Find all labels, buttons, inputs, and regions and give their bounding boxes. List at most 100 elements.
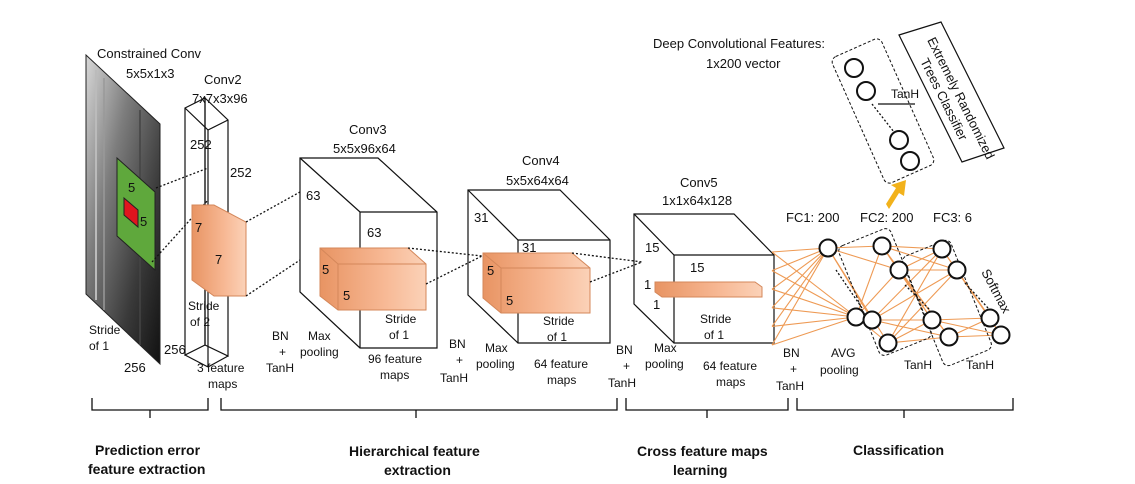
conv3-dim-a: 63: [306, 188, 320, 203]
fc2-node: [889, 260, 909, 280]
fc-connection: [771, 247, 829, 327]
stage-1-line1: Prediction error: [95, 442, 201, 458]
cc-size: 5x5x1x3: [126, 66, 174, 81]
fc-connection: [827, 247, 889, 344]
cc-title: Constrained Conv: [97, 46, 202, 61]
stage-3-line2: learning: [673, 462, 727, 478]
conv4-maps-line2: maps: [547, 373, 576, 387]
fc2-node: [872, 236, 892, 256]
fc-connection: [771, 247, 829, 309]
fc-connection: [771, 247, 829, 346]
conv2-dim-b: 252: [230, 165, 252, 180]
softmax-node: [980, 308, 1000, 328]
conv4-maps-line1: 64 feature: [534, 357, 588, 371]
brace-prediction: [91, 398, 209, 418]
stage-1-line2: feature extraction: [88, 461, 205, 477]
op-plus-4: +: [790, 362, 797, 376]
projection-lines-3: [407, 247, 483, 285]
fc2-node: [862, 310, 882, 330]
op-max-3: Max: [654, 341, 677, 355]
conv3-stride-line1: Stride: [385, 312, 417, 326]
red-kernel-patch: [123, 196, 139, 229]
fc3-node: [947, 260, 967, 280]
op-tanh-4: TanH: [776, 379, 804, 393]
conv3-maps-line2: maps: [380, 368, 409, 382]
fc1-node: [846, 307, 866, 327]
conv3-size: 5x5x96x64: [333, 141, 396, 156]
fc3-label: FC3: 6: [933, 210, 972, 225]
conv2-title: Conv2: [204, 72, 242, 87]
conv4-kernel-a: 5: [487, 263, 494, 278]
fc3-node: [922, 310, 942, 330]
brace-hierarchical: [220, 398, 618, 418]
stage-braces: Prediction error feature extraction Hier…: [88, 398, 1014, 478]
conv5-kernel-patch: [654, 281, 763, 298]
op-pooling-2: pooling: [476, 357, 515, 371]
fc-connection: [887, 248, 943, 344]
fc1-label: FC1: 200: [786, 210, 839, 225]
fc3-dashed-group: [902, 239, 992, 367]
conv2-maps-line1: 3 feature: [197, 361, 245, 375]
conv5-dim-b: 15: [690, 260, 704, 275]
conv3-title: Conv3: [349, 122, 387, 137]
conv4-title: Conv4: [522, 153, 560, 168]
softmax-node: [991, 325, 1011, 345]
conv5-maps-line1: 64 feature: [703, 359, 757, 373]
feature-node: [900, 151, 920, 171]
conv4-size: 5x5x64x64: [506, 173, 569, 188]
fc-connection: [871, 248, 943, 321]
cc-dim-h: 256: [124, 360, 146, 375]
cc-stride-line1: Stride: [89, 323, 121, 337]
fc-nodes: [818, 236, 1011, 353]
features-tanh: TanH: [891, 87, 919, 101]
fc-connection: [771, 316, 857, 327]
conv4-kernel-patch: [482, 252, 591, 314]
conv2-stride-line2: of 2: [190, 315, 210, 329]
feature-vector-group: [831, 38, 935, 184]
fc3-node: [939, 327, 959, 347]
input-image-block: 5 5 Constrained Conv 5x5x1x3 Stride of 1…: [85, 46, 202, 375]
cc-kernel-b: 5: [140, 214, 147, 229]
fc-connection: [931, 317, 991, 321]
op-tanh-2: TanH: [440, 371, 468, 385]
conv5-stride-line2: of 1: [704, 328, 724, 342]
conv5-dim-a: 15: [645, 240, 659, 255]
stage-2-line2: extraction: [384, 462, 451, 478]
op-plus-3: +: [623, 359, 630, 373]
cc-dim-w: 256: [164, 342, 186, 357]
conv4-dim-b: 31: [522, 240, 536, 255]
conv5-maps-line2: maps: [716, 375, 745, 389]
conv4-kernel-b: 5: [506, 293, 513, 308]
conv3-block: Conv3 5x5x96x64 63 63 5 5 Stride of 1 96…: [299, 122, 438, 382]
cc-stride-line2: of 1: [89, 339, 109, 353]
projection-lines-2: [245, 191, 301, 297]
trees-classifier-box: [898, 21, 1005, 163]
op-max-2: Max: [485, 341, 508, 355]
features-title: Deep Convolutional Features:: [653, 36, 825, 51]
feature-node: [889, 130, 909, 150]
fc-connection: [771, 316, 857, 346]
conv3-outline: [299, 157, 438, 349]
stage-3-line1: Cross feature maps: [637, 443, 768, 459]
op-tanh-1: TanH: [266, 361, 294, 375]
fc-connection: [771, 251, 857, 318]
fc2-label: FC2: 200: [860, 210, 913, 225]
conv5-kernel-a: 1: [644, 277, 651, 292]
op-pooling-3: pooling: [645, 357, 684, 371]
fc-connection: [881, 245, 943, 250]
op-plus-1: +: [279, 345, 286, 359]
feature-node: [844, 58, 864, 78]
cc-kernel-a: 5: [128, 180, 135, 195]
conv2-kernel-a: 7: [195, 220, 202, 235]
conv2-stride-line1: Stride: [188, 299, 220, 313]
projection-lines-4: [571, 252, 643, 283]
conv3-maps-line1: 96 feature: [368, 352, 422, 366]
conv4-stride-line1: Stride: [543, 314, 575, 328]
feature-node: [856, 81, 876, 101]
fc3-node: [932, 239, 952, 259]
fc-network: FC1: 200 FC2: 200 FC3: 6 TanH TanH Softm…: [771, 210, 1014, 372]
conv5-kernel-b: 1: [653, 297, 660, 312]
conv3-kernel-patch: [319, 247, 427, 311]
stage-4-line1: Classification: [853, 442, 944, 458]
fc-connection: [887, 269, 958, 344]
